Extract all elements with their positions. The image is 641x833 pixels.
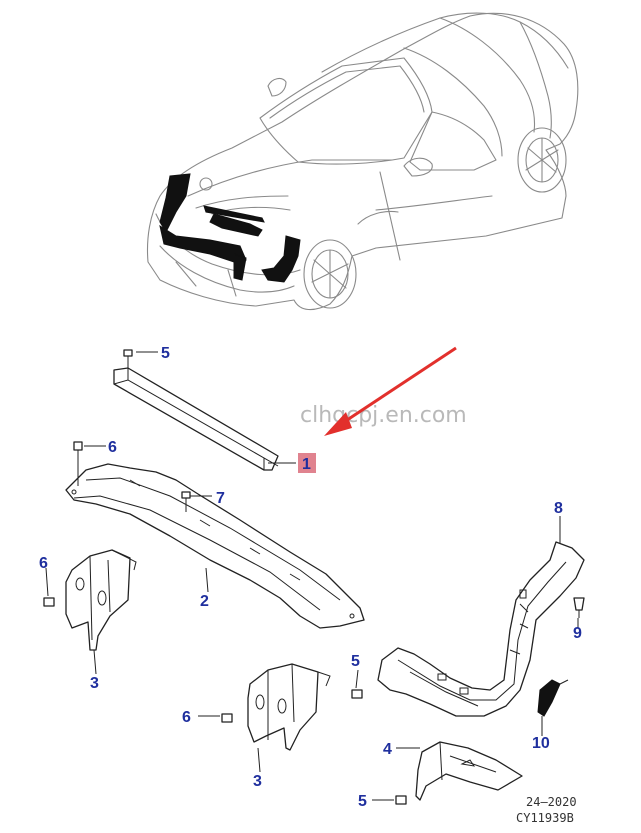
callout-5-bottom: 5 xyxy=(358,793,367,810)
leader-lines xyxy=(45,351,579,801)
callout-6-top: 6 xyxy=(108,439,117,456)
callout-6-left: 6 xyxy=(39,555,48,572)
callout-4: 4 xyxy=(383,741,392,758)
callout-8: 8 xyxy=(554,500,563,517)
part-2-tray xyxy=(65,463,365,629)
part-9-fastener xyxy=(573,597,585,618)
callout-9: 9 xyxy=(573,625,582,642)
callout-3-middle: 3 xyxy=(253,773,262,790)
callout-1-highlight xyxy=(298,453,316,473)
bolt-fasteners xyxy=(43,349,407,805)
callout-2: 2 xyxy=(200,593,209,610)
part-10-clip xyxy=(537,679,569,717)
reference-date: 24–2020 xyxy=(526,795,577,809)
reference-code: CY11939B xyxy=(516,811,574,825)
callouts: 1 2 3 3 4 5 5 5 6 6 6 7 8 9 10 xyxy=(39,345,582,810)
callout-5-top: 5 xyxy=(161,345,170,362)
callout-7: 7 xyxy=(216,490,225,507)
part-4-bracket xyxy=(415,741,523,801)
part-3-bracket-middle xyxy=(247,663,331,751)
callout-5-right: 5 xyxy=(351,653,360,670)
callout-3-left: 3 xyxy=(90,675,99,692)
callout-1: 1 xyxy=(302,456,311,473)
watermark-text: clhqcpj.en.com xyxy=(300,403,467,428)
part-3-bracket-left xyxy=(65,549,137,651)
callout-6-middle: 6 xyxy=(182,709,191,726)
red-arrow-icon xyxy=(324,346,457,436)
part-8-headlamp-support xyxy=(377,541,585,717)
part-1-crossbar xyxy=(113,367,279,471)
car-illustration xyxy=(147,12,579,311)
callout-10: 10 xyxy=(532,735,550,752)
